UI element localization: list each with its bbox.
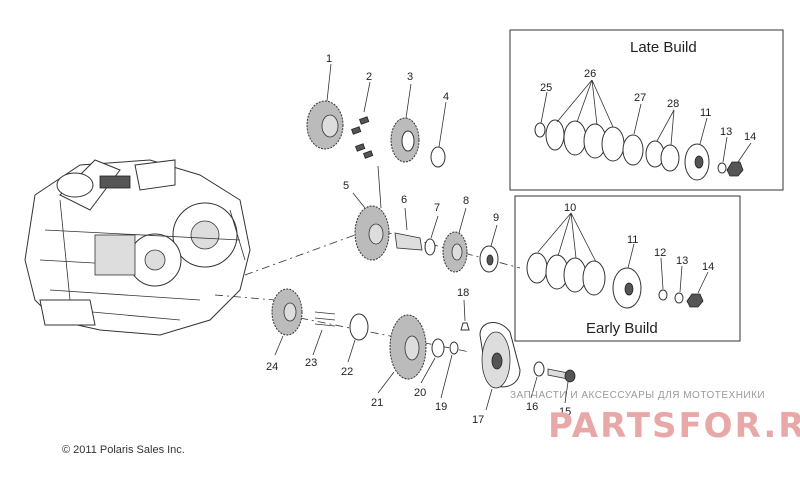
callout-27: 27	[634, 92, 646, 104]
watermark-tagline: ЗАПЧАСТИ И АКСЕССУАРЫ ДЛЯ МОТОТЕХНИКИ	[510, 390, 765, 401]
callout-7: 7	[434, 202, 440, 214]
callout-14-early: 14	[702, 261, 714, 273]
callout-1: 1	[326, 53, 332, 65]
lower-gear-set	[271, 288, 576, 411]
callout-8: 8	[463, 195, 469, 207]
early-build-box: Early Build	[514, 195, 741, 342]
upper-gear-set	[306, 63, 447, 168]
early-build-title: Early Build	[586, 320, 658, 337]
callout-12: 12	[654, 247, 666, 259]
callout-22: 22	[341, 366, 353, 378]
callout-23: 23	[305, 357, 317, 369]
centerline-lower	[214, 294, 276, 301]
engine-block-illustration	[24, 159, 251, 336]
middle-gear-set	[352, 165, 499, 273]
callout-9: 9	[493, 212, 499, 224]
callout-labels: 1 2 3 4 5 6 7 8 9 10 11 12 13 14 15 16 1…	[266, 53, 756, 426]
callout-18: 18	[457, 287, 469, 299]
callout-17: 17	[472, 414, 484, 426]
callout-13-late: 13	[720, 126, 732, 138]
callout-26: 26	[584, 68, 596, 80]
watermark: ЗАПЧАСТИ И АКСЕССУАРЫ ДЛЯ МОТОТЕХНИКИ PA…	[510, 390, 800, 446]
centerline-clutch	[299, 317, 471, 353]
callout-15: 15	[559, 406, 571, 418]
late-build-box: Late Build	[509, 29, 784, 191]
watermark-logo: PARTSFOR.RU	[548, 406, 800, 446]
callout-28: 28	[667, 98, 679, 110]
callout-3: 3	[407, 71, 413, 83]
callout-11-early: 11	[627, 234, 638, 246]
callout-5: 5	[343, 180, 349, 192]
callout-14-late: 14	[744, 131, 756, 143]
callout-19: 19	[435, 401, 447, 413]
callout-13-early: 13	[676, 255, 688, 267]
callout-4: 4	[443, 91, 449, 103]
callout-25: 25	[540, 82, 552, 94]
callout-20: 20	[414, 387, 426, 399]
copyright-notice: © 2011 Polaris Sales Inc.	[62, 444, 185, 456]
callout-16: 16	[526, 401, 538, 413]
callout-24: 24	[266, 361, 278, 373]
callout-2: 2	[366, 71, 372, 83]
late-build-title: Late Build	[630, 39, 697, 56]
callout-11-late: 11	[700, 107, 711, 119]
callout-6: 6	[401, 194, 407, 206]
centerline-upper	[244, 234, 356, 276]
callout-10: 10	[564, 202, 576, 214]
callout-21: 21	[371, 397, 383, 409]
